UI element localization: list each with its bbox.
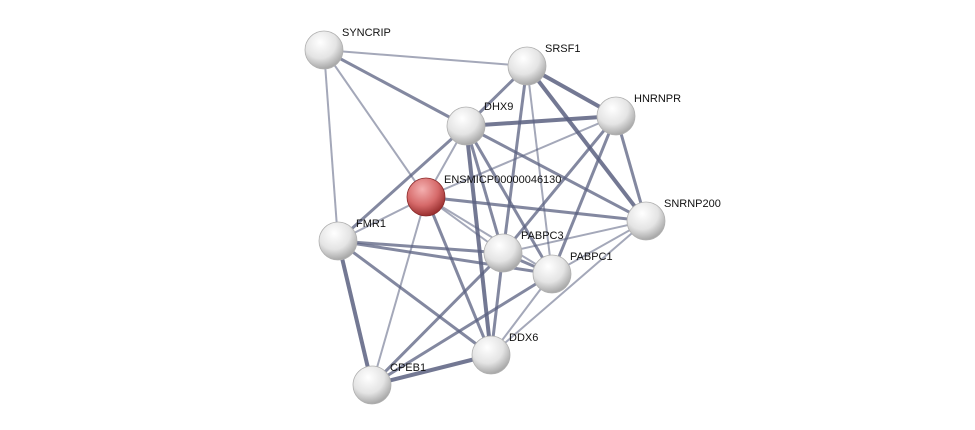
protein-node-circle[interactable] xyxy=(446,106,486,146)
edge-fmr1-pabpc3[interactable] xyxy=(337,239,504,255)
edge-dhx9-pabpc1[interactable] xyxy=(464,125,554,275)
protein-node-circle[interactable] xyxy=(471,335,511,375)
protein-node-circle[interactable] xyxy=(318,221,358,261)
node-label: DDX6 xyxy=(509,332,538,344)
node-hnrnpr[interactable]: HNRNPR xyxy=(596,93,681,136)
edge-snrnp200-ddx6[interactable] xyxy=(490,220,647,356)
protein-node-circle[interactable] xyxy=(626,201,666,241)
edge-fmr1-ddx6[interactable] xyxy=(337,239,492,357)
node-label: PABPC3 xyxy=(521,230,564,242)
node-snrnp200[interactable]: SNRNP200 xyxy=(626,198,721,241)
node-dhx9[interactable]: DHX9 xyxy=(446,101,513,146)
edge-dhx9-ddx6[interactable] xyxy=(464,125,493,356)
node-label: SYNCRIP xyxy=(342,27,391,39)
protein-node-circle[interactable] xyxy=(507,46,547,86)
protein-node-circle[interactable] xyxy=(304,30,344,70)
node-label: ENSMICP00000046130 xyxy=(444,174,561,186)
edge-fmr1-pabpc1[interactable] xyxy=(337,239,553,276)
edge-hnrnpr-ensmicp00000046130[interactable] xyxy=(425,115,617,198)
protein-node-circle[interactable] xyxy=(352,365,392,405)
node-cpeb1[interactable]: CPEB1 xyxy=(352,362,426,405)
edge-ensmicp00000046130-snrnp200[interactable] xyxy=(425,195,647,223)
node-label: SNRNP200 xyxy=(664,198,721,210)
node-label: CPEB1 xyxy=(390,362,426,374)
node-syncrip[interactable]: SYNCRIP xyxy=(304,27,391,70)
edge-hnrnpr-pabpc1[interactable] xyxy=(550,115,618,275)
node-label: PABPC1 xyxy=(570,251,613,263)
edge-dhx9-pabpc3[interactable] xyxy=(464,125,505,254)
edge-srsf1-pabpc1[interactable] xyxy=(526,65,553,275)
node-label: SRSF1 xyxy=(545,43,580,55)
node-label: FMR1 xyxy=(356,218,386,230)
edge-dhx9-snrnp200[interactable] xyxy=(465,124,647,223)
edge-pabpc1-cpeb1[interactable] xyxy=(371,272,553,387)
edge-syncrip-ensmicp00000046130[interactable] xyxy=(323,49,427,198)
edge-dhx9-fmr1[interactable] xyxy=(336,124,468,243)
edge-snrnp200-pabpc3[interactable] xyxy=(502,220,647,254)
edge-srsf1-snrnp200[interactable] xyxy=(525,64,648,223)
edge-ddx6-cpeb1[interactable] xyxy=(371,353,492,387)
protein-node-circle[interactable] xyxy=(596,96,636,136)
node-ensmicp00000046130[interactable]: ENSMICP00000046130 xyxy=(406,174,561,217)
edge-ensmicp00000046130-ddx6[interactable] xyxy=(424,196,493,356)
edge-syncrip-srsf1[interactable] xyxy=(323,49,528,67)
edge-fmr1-cpeb1[interactable] xyxy=(336,240,374,386)
node-fmr1[interactable]: FMR1 xyxy=(318,218,386,261)
edge-hnrnpr-pabpc3[interactable] xyxy=(501,115,618,254)
edge-syncrip-fmr1[interactable] xyxy=(323,49,339,242)
edge-syncrip-dhx9[interactable] xyxy=(323,48,467,128)
node-srsf1[interactable]: SRSF1 xyxy=(507,43,580,86)
edge-dhx9-hnrnpr[interactable] xyxy=(465,114,617,128)
node-ddx6[interactable]: DDX6 xyxy=(471,332,538,375)
edge-ensmicp00000046130-cpeb1[interactable] xyxy=(371,196,427,386)
protein-node-circle[interactable] xyxy=(483,233,523,273)
node-pabpc3[interactable]: PABPC3 xyxy=(483,230,564,273)
edge-ensmicp00000046130-pabpc1[interactable] xyxy=(425,196,553,275)
node-pabpc1[interactable]: PABPC1 xyxy=(532,251,613,294)
query-protein-node-circle[interactable] xyxy=(406,177,446,217)
protein-node-circle[interactable] xyxy=(532,254,572,294)
edge-pabpc3-cpeb1[interactable] xyxy=(370,251,505,387)
node-label: DHX9 xyxy=(484,101,513,113)
node-label: HNRNPR xyxy=(634,93,681,105)
